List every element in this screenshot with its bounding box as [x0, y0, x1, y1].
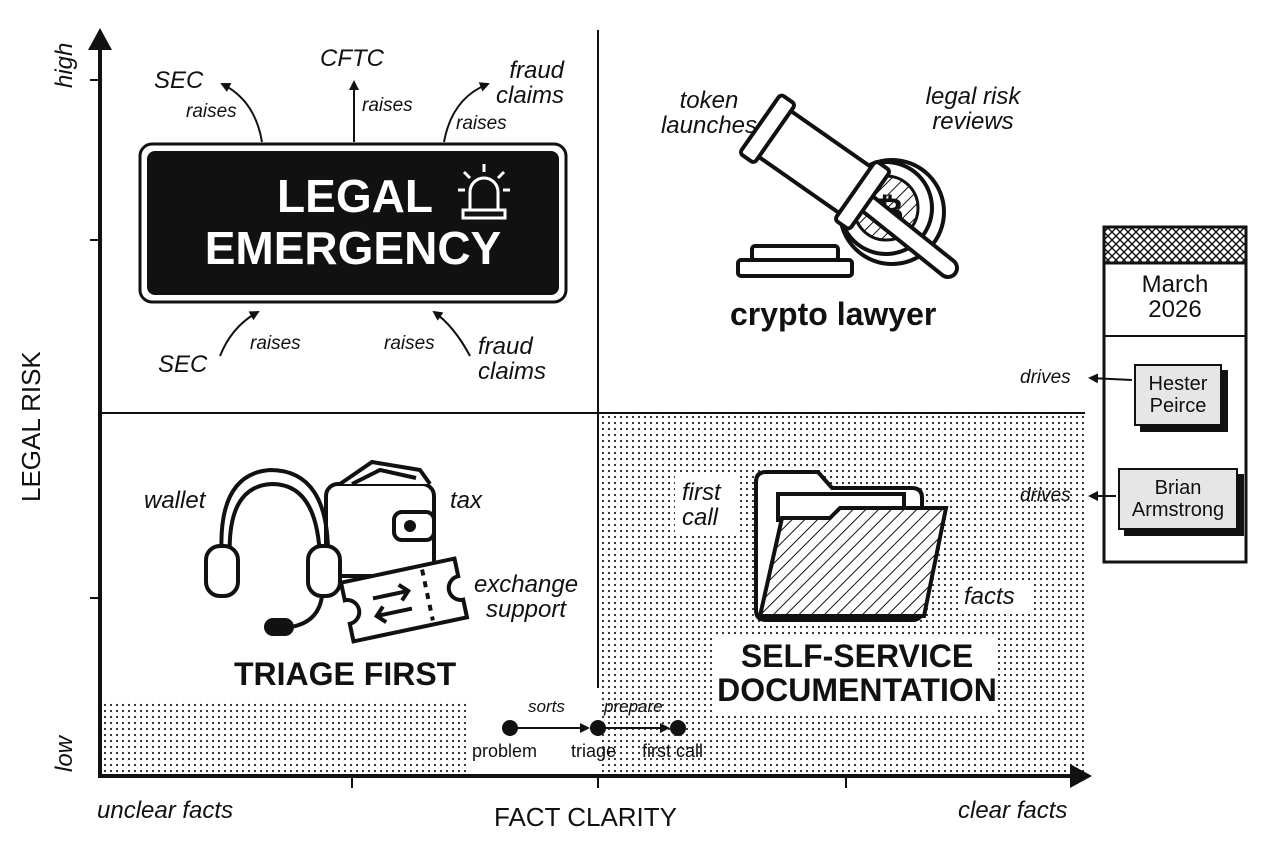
- y-axis-arrow: [88, 28, 112, 50]
- arrow-drives-peirce: [1088, 373, 1133, 384]
- flow-node-label-triage: triage: [571, 741, 617, 761]
- flow-node-label-first-call: first call: [642, 741, 704, 761]
- lawyer-item-token-launches: token launches: [660, 87, 758, 140]
- lawyer-title: crypto lawyer: [730, 296, 937, 332]
- calendar-date: March 2026: [1141, 271, 1209, 324]
- x-low-label: unclear facts: [97, 797, 234, 824]
- y-high-label: high: [51, 42, 78, 88]
- selfservice-title: SELF-SERVICE DOCUMENTATION: [717, 638, 997, 708]
- flow-node-label-problem: problem: [472, 741, 538, 761]
- flow-edge-label-sorts: sorts: [528, 697, 565, 716]
- support-icon: [204, 459, 470, 644]
- emergency-title-line2: EMERGENCY: [204, 222, 502, 274]
- y-axis-title: LEGAL RISK: [16, 351, 46, 502]
- y-low-label: low: [51, 735, 78, 772]
- person-brian-armstrong: Brian Armstrong: [1118, 468, 1238, 530]
- verb-drives-armstrong: drives: [1020, 485, 1071, 506]
- verb-sec-bottom: raises: [250, 333, 301, 354]
- selfservice-item-first-call: first call: [682, 479, 721, 532]
- emergency-banner: [147, 151, 559, 295]
- verb-sec-top: raises: [186, 101, 237, 122]
- verb-fraud-top: raises: [456, 113, 507, 134]
- selfservice-item-facts: facts: [964, 583, 1015, 610]
- low-risk-strip: [102, 700, 466, 774]
- person-hester-peirce: Hester Peirce: [1134, 364, 1222, 426]
- flow-node-problem: [502, 720, 518, 736]
- verb-drives-peirce: drives: [1020, 367, 1071, 388]
- flow-node-first-call: [670, 720, 686, 736]
- x-high-label: clear facts: [958, 797, 1068, 824]
- flow-node-triage: [590, 720, 606, 736]
- verb-cftc: raises: [362, 95, 413, 116]
- emergency-title-line1: LEGAL: [277, 170, 433, 222]
- flow-edge-label-prepare: prepare: [604, 697, 663, 716]
- triage-item-tax: tax: [450, 487, 483, 514]
- arrow-fraud-top: [443, 82, 490, 143]
- arrow-fraud-bottom: [432, 310, 471, 357]
- agency-fraud-top: fraud claims: [496, 57, 565, 110]
- folder-icon: [754, 470, 949, 622]
- arrow-sec-top: [220, 82, 263, 143]
- agency-fraud-bottom: fraud claims: [478, 333, 547, 386]
- alarm-icon: [458, 164, 510, 220]
- agency-sec-bottom: SEC: [158, 351, 208, 378]
- triage-item-exchange-support: exchange support: [473, 571, 579, 624]
- triage-title: TRIAGE FIRST: [234, 656, 457, 692]
- agency-sec-top: SEC: [154, 67, 204, 94]
- gavel-coin-icon: ₿: [736, 93, 959, 279]
- x-axis-arrow: [1070, 764, 1092, 788]
- x-axis-title: FACT CLARITY: [494, 802, 678, 832]
- agency-cftc: CFTC: [320, 45, 384, 72]
- triage-item-wallet: wallet: [144, 487, 206, 514]
- arrow-sec-bottom: [219, 311, 260, 357]
- lawyer-item-legal-risk-reviews: legal risk reviews: [925, 83, 1021, 136]
- verb-fraud-bottom: raises: [384, 333, 435, 354]
